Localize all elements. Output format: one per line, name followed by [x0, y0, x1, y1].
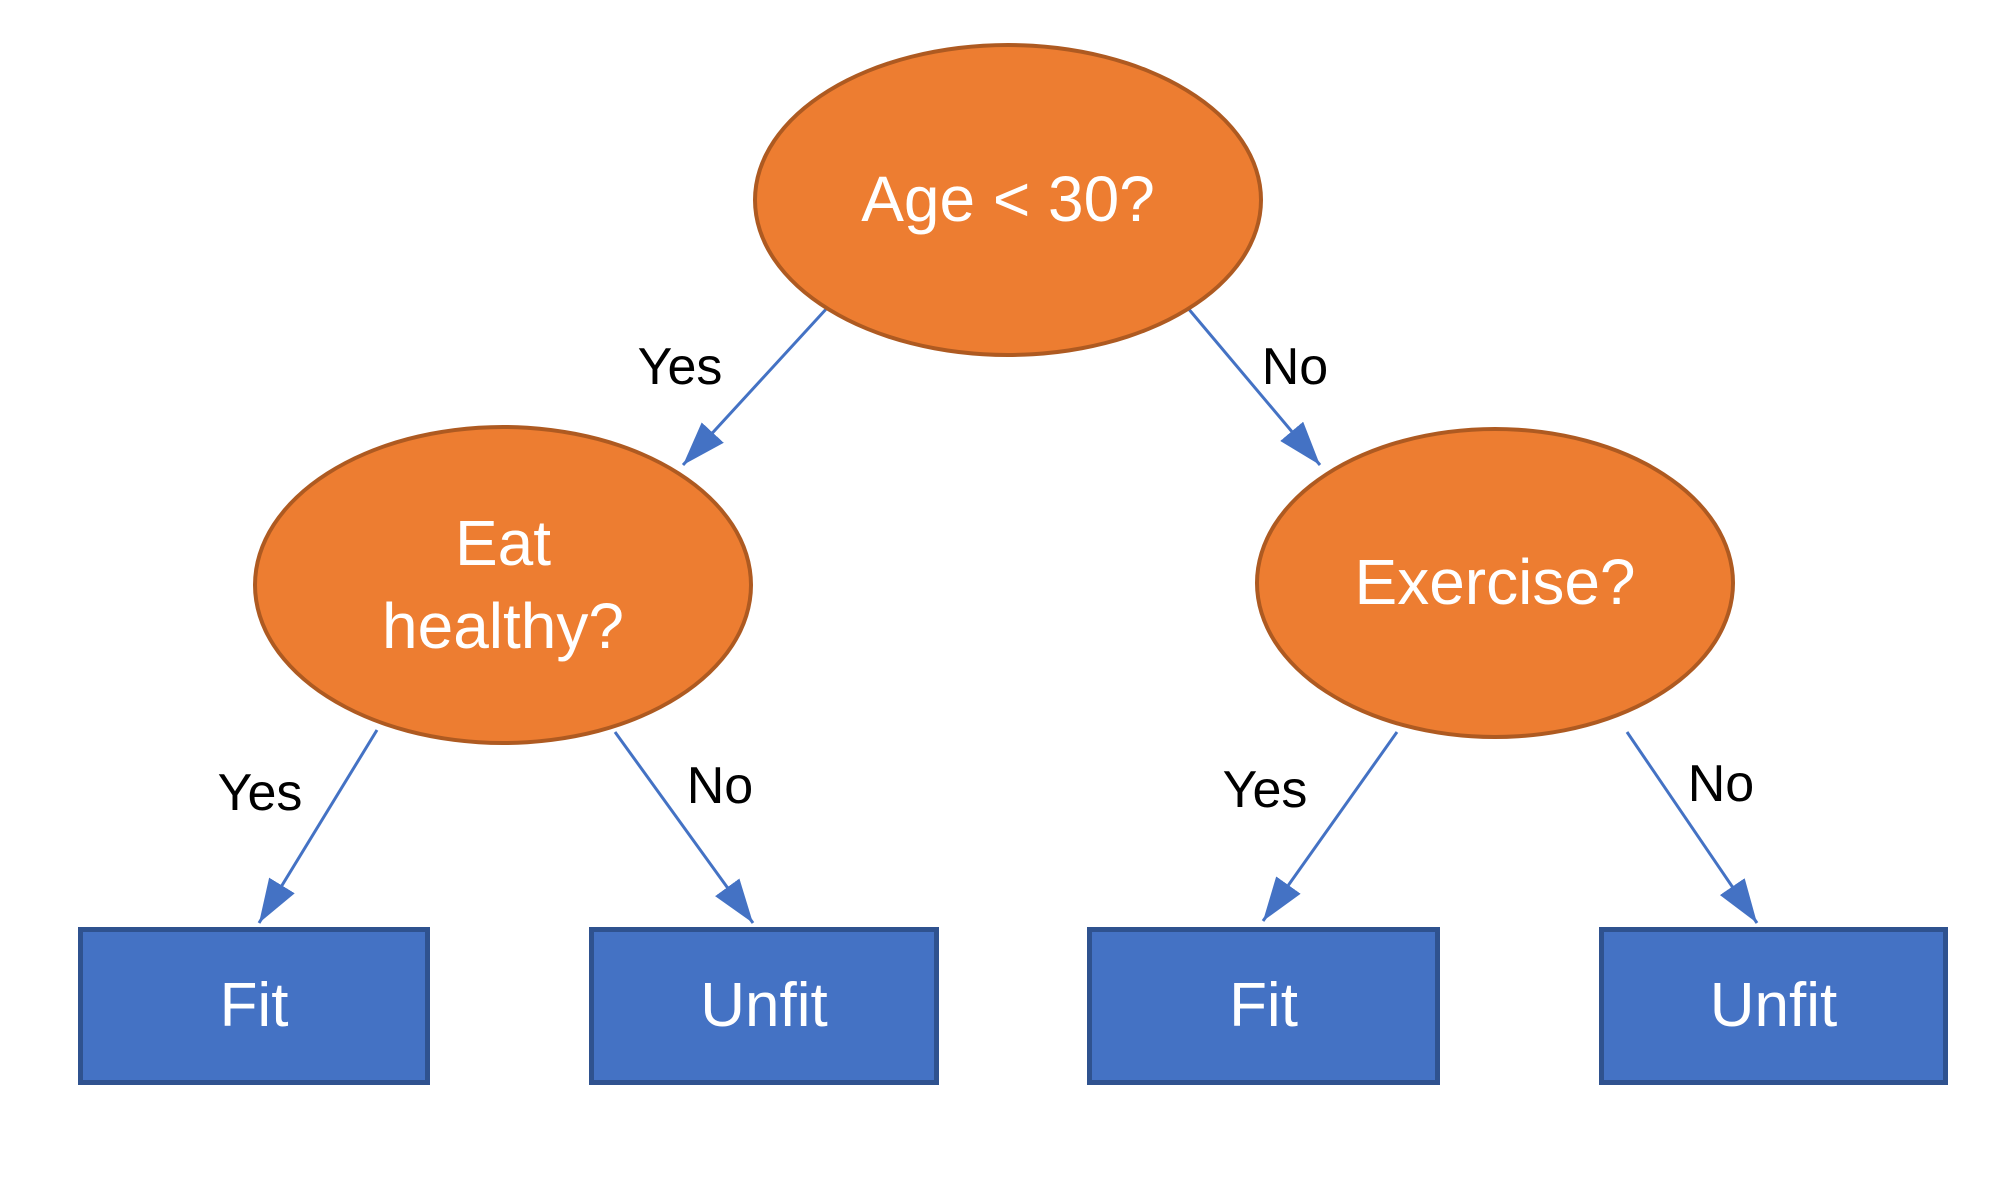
node-age-question: Age < 30?	[753, 43, 1263, 357]
node-unfit-right-label: Unfit	[1709, 970, 1838, 1040]
edge-root-no	[1185, 306, 1322, 466]
edge-label-root-yes: Yes	[637, 338, 723, 396]
edge-eat-no	[613, 731, 755, 924]
node-fit-right-label: Fit	[1229, 970, 1298, 1040]
node-unfit-right: Unfit	[1599, 927, 1948, 1085]
node-unfit-left-label: Unfit	[700, 970, 828, 1040]
node-eat-healthy-question: Eat healthy?	[253, 425, 753, 745]
edge-label-root-no: No	[1261, 338, 1329, 396]
node-eat-healthy-question-label: Eat healthy?	[382, 506, 624, 662]
node-age-question-label: Age < 30?	[861, 163, 1155, 236]
edge-label-exercise-no: No	[1687, 755, 1755, 813]
edge-label-exercise-yes: Yes	[1222, 761, 1308, 819]
node-exercise-question-label: Exercise?	[1354, 546, 1636, 619]
node-fit-right: Fit	[1087, 927, 1440, 1085]
node-unfit-left: Unfit	[589, 927, 939, 1085]
edge-exercise-yes	[1261, 731, 1399, 922]
edge-exercise-no	[1625, 731, 1759, 924]
edge-label-eat-no: No	[686, 757, 754, 815]
node-fit-left: Fit	[78, 927, 430, 1085]
edge-root-yes	[681, 305, 830, 467]
node-fit-left-label: Fit	[219, 970, 289, 1040]
edge-label-eat-yes: Yes	[217, 764, 303, 822]
edge-eat-yes	[257, 729, 379, 924]
node-exercise-question: Exercise?	[1255, 427, 1735, 739]
